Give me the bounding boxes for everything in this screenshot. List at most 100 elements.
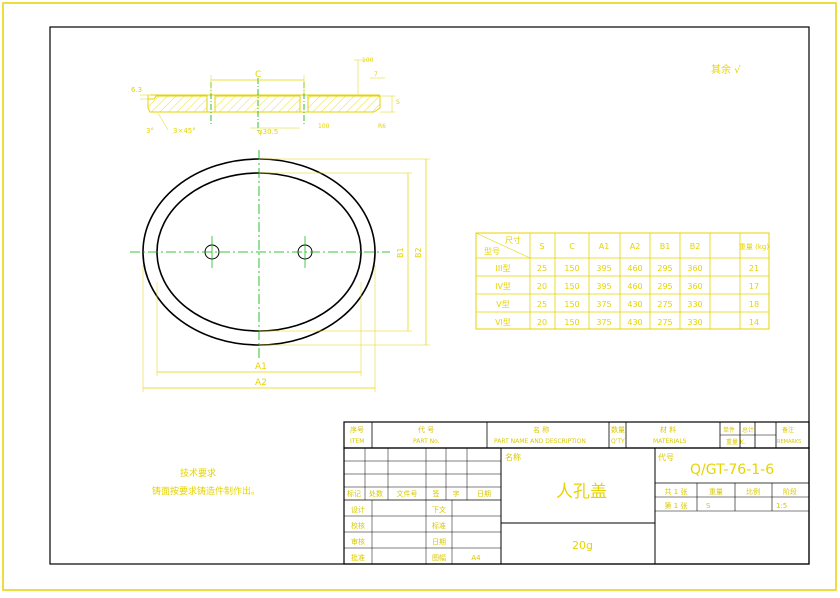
tech-notes-title: 技术要求	[180, 467, 216, 479]
part-weight: 20g	[572, 539, 593, 552]
revision-header: 文件号	[397, 489, 418, 498]
table-cell: 150	[564, 300, 579, 309]
drawing-code: Q/GT-76-1-6	[690, 462, 774, 478]
table-cell: 330	[687, 300, 702, 309]
dim-left: 6.3	[131, 86, 142, 94]
stage-label: 重量	[709, 488, 723, 496]
h-mat: 材 料	[660, 425, 676, 434]
table-header-cell: A2	[630, 242, 641, 251]
stage-label: 第 1 张	[665, 501, 688, 510]
h-name-en: PART NAME AND DESCRIPTION	[494, 438, 586, 445]
sign-label: 设计	[351, 505, 365, 514]
label-b1: B1	[396, 247, 405, 258]
table-row-type: III型	[495, 264, 510, 273]
h-name: 名 称	[533, 425, 549, 434]
outer-border	[2, 2, 837, 591]
table-cell: 150	[564, 264, 579, 273]
table-cell: 21	[749, 264, 759, 273]
h-code: 代 号	[418, 425, 434, 434]
table-cell: 430	[627, 300, 642, 309]
h-unit: 单件	[723, 426, 735, 434]
table-cell: 295	[657, 282, 672, 291]
stage-label: 比例	[746, 487, 760, 496]
stage-label: 共 1 张	[665, 487, 688, 496]
dim-r2: 7	[374, 71, 378, 78]
tech-notes-line1: 铸面按要求铸造件制作出。	[152, 485, 260, 497]
dim-r1: 100	[318, 123, 330, 130]
parts-list: 序号 ITEM 代 号 PART No. 名 称 PART NAME AND D…	[343, 421, 810, 449]
table-header-cell: C	[569, 242, 575, 251]
dim-hole: φ30.5	[258, 128, 278, 136]
table-cell: 395	[596, 264, 611, 273]
dim-r5: R6	[378, 123, 386, 130]
sign-right: 下文	[432, 505, 446, 514]
table-header-cell: B2	[690, 242, 701, 251]
table-corner-bottom: 型号	[484, 247, 500, 256]
table-cell: 375	[596, 318, 611, 327]
h-remark: 备注	[782, 426, 794, 434]
dim-angle: 3°	[146, 127, 154, 135]
table-cell: 360	[687, 264, 702, 273]
table-cell: 275	[657, 300, 672, 309]
sign-extra: A4	[471, 554, 481, 562]
table-row-type: V型	[496, 300, 509, 309]
table-cell: 295	[657, 264, 672, 273]
table-header-cell: B1	[660, 242, 671, 251]
h-no-en: ITEM	[350, 438, 364, 445]
table-cell: 275	[657, 318, 672, 327]
revision-header: 日期	[477, 490, 491, 498]
revision-header: 签	[433, 489, 440, 498]
label-b2: B2	[414, 247, 423, 258]
dim-chamfer: 3×45°	[173, 127, 196, 135]
sign-right: 日期	[432, 538, 446, 546]
table-cell: 360	[687, 282, 702, 291]
roughness-mark: 其余 √	[711, 63, 741, 76]
table-corner-top: 尺寸	[505, 235, 521, 245]
table-cell: 20	[537, 282, 547, 291]
table-cell: 395	[596, 282, 611, 291]
revision-headers: 标记处数 文件号 签 字 日期	[347, 489, 491, 498]
revision-header: 字	[453, 489, 460, 498]
table-cell: 25	[537, 300, 547, 309]
dim-c: C	[255, 70, 261, 80]
stage-label: 阶段	[783, 487, 797, 496]
revision-header: 处数	[369, 489, 383, 498]
revision-header: 标记	[347, 489, 361, 498]
part-name: 人孔盖	[556, 482, 607, 502]
h-total: 总计	[742, 426, 754, 434]
table-cell: 330	[687, 318, 702, 327]
sign-right: 标准	[432, 521, 446, 530]
table-cell: 375	[596, 300, 611, 309]
table-row-type: IV型	[495, 282, 511, 291]
table-cell: 18	[749, 300, 759, 309]
stage-labels: 共 1 张第 1 张 重量 比例 阶段	[665, 487, 797, 510]
stage-value: S	[706, 502, 711, 510]
table-header-cell: 重量 (kg)	[739, 243, 769, 251]
table-cell: 150	[564, 318, 579, 327]
h-no: 序号	[350, 425, 364, 434]
h-remark-en: REMARKS	[777, 439, 801, 445]
table-cell: 17	[749, 282, 759, 291]
label-a2: A2	[255, 378, 267, 388]
h-mat-en: MATERIALS	[653, 438, 687, 445]
sign-label: 批准	[351, 553, 365, 562]
table-cell: 25	[537, 264, 547, 273]
table-row-type: VI型	[495, 318, 511, 327]
h-qty-en: Q'TY	[611, 438, 625, 445]
dim-r3: 100	[362, 57, 374, 64]
h-code-en: PART No.	[413, 438, 440, 445]
table-cell: 460	[627, 282, 642, 291]
table-cell: 430	[627, 318, 642, 327]
sign-label: 校核	[351, 521, 365, 530]
h-qty: 数量	[611, 425, 625, 434]
table-header-cell: S	[539, 242, 544, 251]
label-code: 代号	[658, 452, 674, 462]
label-a1: A1	[255, 362, 267, 372]
